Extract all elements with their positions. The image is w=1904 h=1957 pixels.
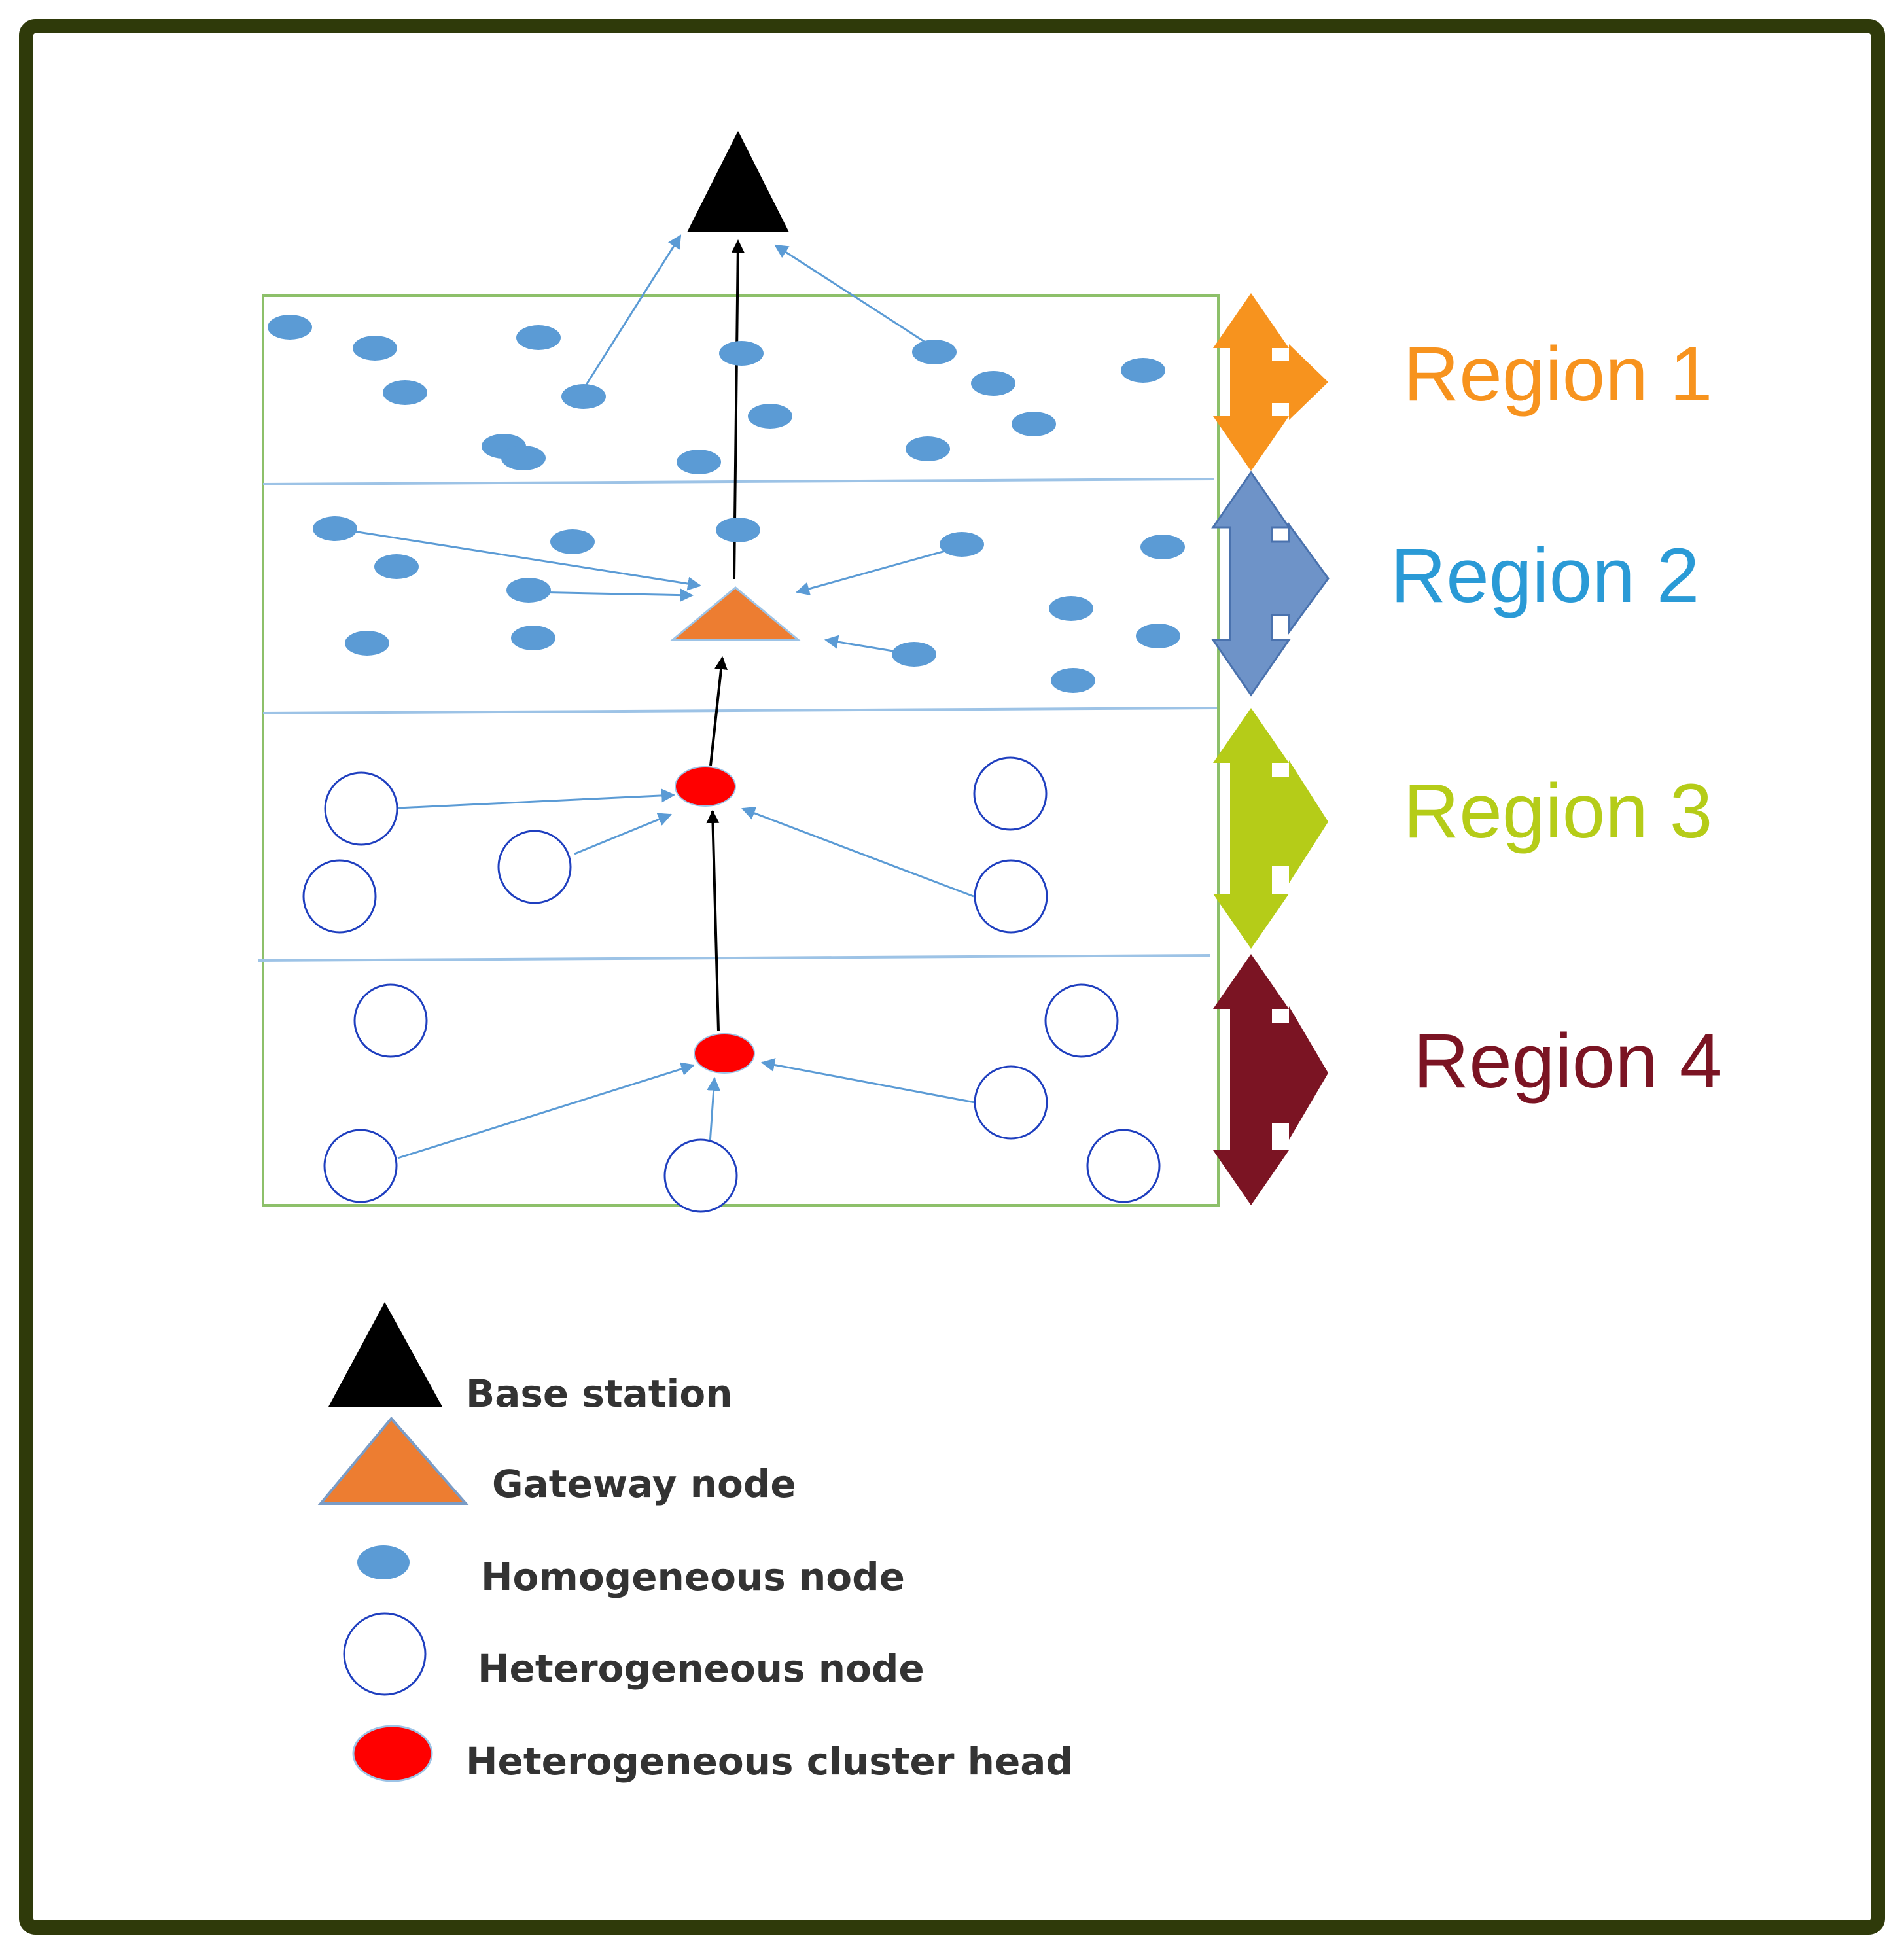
outer-frame bbox=[19, 19, 1885, 1935]
heterogeneous-node bbox=[497, 830, 572, 904]
region-separator-1-2 bbox=[262, 478, 1214, 485]
homogeneous-node bbox=[1012, 412, 1056, 436]
homogeneous-node bbox=[561, 384, 606, 409]
homogeneous-node bbox=[1136, 624, 1180, 648]
legend-gateway-node-label: Gateway node bbox=[492, 1462, 796, 1506]
homogeneous-node bbox=[677, 450, 721, 474]
homogeneous-node bbox=[511, 626, 555, 650]
legend-cluster-head-icon bbox=[352, 1725, 433, 1782]
link-r1-to-base-right bbox=[774, 244, 933, 348]
homogeneous-node bbox=[748, 404, 792, 429]
homogeneous-node bbox=[971, 371, 1015, 396]
heterogeneous-node bbox=[323, 1129, 398, 1203]
heterogeneous-node bbox=[973, 756, 1048, 831]
legend-heterogeneous-node-label: Heterogeneous node bbox=[478, 1646, 925, 1691]
link-r2-to-gateway-1 bbox=[336, 527, 702, 591]
legend: Base station Gateway node Homogeneous no… bbox=[317, 1302, 1073, 1784]
region-separator-2-3 bbox=[262, 707, 1218, 714]
homogeneous-node bbox=[719, 341, 764, 366]
legend-base-station-icon bbox=[328, 1302, 442, 1407]
path-ch4-to-ch3 bbox=[706, 810, 720, 1032]
link-r3-to-ch-2 bbox=[574, 813, 672, 855]
heterogeneous-node bbox=[324, 771, 398, 846]
homogeneous-node bbox=[516, 325, 561, 350]
region-4-label: Region 4 bbox=[1413, 1018, 1722, 1104]
homogeneous-node bbox=[550, 529, 595, 554]
region-2-arrow-icon bbox=[1211, 470, 1330, 697]
heterogeneous-node bbox=[302, 859, 377, 934]
homogeneous-node bbox=[1140, 535, 1185, 559]
heterogeneous-node bbox=[353, 983, 428, 1058]
heterogeneous-node bbox=[974, 1065, 1048, 1140]
link-r4-to-ch-2 bbox=[707, 1076, 721, 1144]
region-1-label: Region 1 bbox=[1403, 331, 1712, 417]
region-2-label: Region 2 bbox=[1390, 533, 1699, 619]
link-r3-to-ch-1 bbox=[397, 788, 676, 809]
region-3-label: Region 3 bbox=[1403, 768, 1712, 855]
heterogeneous-node bbox=[974, 859, 1048, 934]
link-r1-to-base-left bbox=[585, 234, 682, 385]
homogeneous-node bbox=[383, 380, 427, 405]
path-ch3-to-gateway bbox=[709, 656, 728, 766]
region-3-arrow-icon bbox=[1213, 708, 1328, 949]
link-r4-to-ch-1 bbox=[397, 1062, 696, 1159]
heterogeneous-nodes bbox=[302, 756, 1161, 1213]
homogeneous-node bbox=[906, 436, 950, 461]
heterogeneous-node bbox=[663, 1138, 738, 1213]
cluster-head-region-4 bbox=[694, 1033, 755, 1074]
region-separator-3-4 bbox=[258, 954, 1211, 962]
homogeneous-node bbox=[892, 642, 936, 667]
gateway-node-icon bbox=[669, 586, 802, 641]
homogeneous-node bbox=[1121, 358, 1165, 383]
homogeneous-node bbox=[374, 554, 419, 579]
link-r2-to-gateway-3 bbox=[795, 545, 962, 596]
base-station-icon bbox=[687, 131, 789, 232]
link-r3-to-ch-3 bbox=[741, 806, 974, 898]
homogeneous-node bbox=[268, 315, 312, 340]
homogeneous-node bbox=[716, 518, 760, 542]
sensor-field bbox=[262, 294, 1220, 1207]
cluster-head-region-3 bbox=[675, 766, 736, 807]
homogeneous-node bbox=[353, 336, 397, 361]
legend-base-station-label: Base station bbox=[466, 1371, 733, 1416]
homogeneous-node bbox=[940, 532, 984, 557]
link-r4-to-ch-3 bbox=[760, 1058, 976, 1104]
homogeneous-node bbox=[345, 631, 389, 656]
homogeneous-nodes bbox=[268, 315, 1185, 693]
homogeneous-node bbox=[313, 516, 357, 541]
legend-gateway-node-icon bbox=[317, 1416, 469, 1505]
homogeneous-node bbox=[1051, 668, 1095, 693]
homogeneous-node bbox=[506, 578, 551, 603]
region-1-arrow-icon bbox=[1213, 293, 1328, 471]
legend-heterogeneous-node-icon bbox=[343, 1612, 427, 1696]
heterogeneous-node bbox=[1044, 983, 1119, 1058]
homogeneous-node bbox=[501, 446, 546, 470]
homogeneous-node bbox=[912, 340, 957, 364]
region-4-arrow-icon bbox=[1213, 954, 1328, 1205]
legend-cluster-head-label: Heterogeneous cluster head bbox=[466, 1739, 1073, 1784]
link-r2-to-gateway-2 bbox=[531, 588, 694, 603]
heterogeneous-node bbox=[1086, 1129, 1161, 1203]
homogeneous-node bbox=[1049, 596, 1093, 621]
legend-homogeneous-node-label: Homogeneous node bbox=[481, 1555, 905, 1599]
legend-homogeneous-node-icon bbox=[357, 1545, 410, 1579]
